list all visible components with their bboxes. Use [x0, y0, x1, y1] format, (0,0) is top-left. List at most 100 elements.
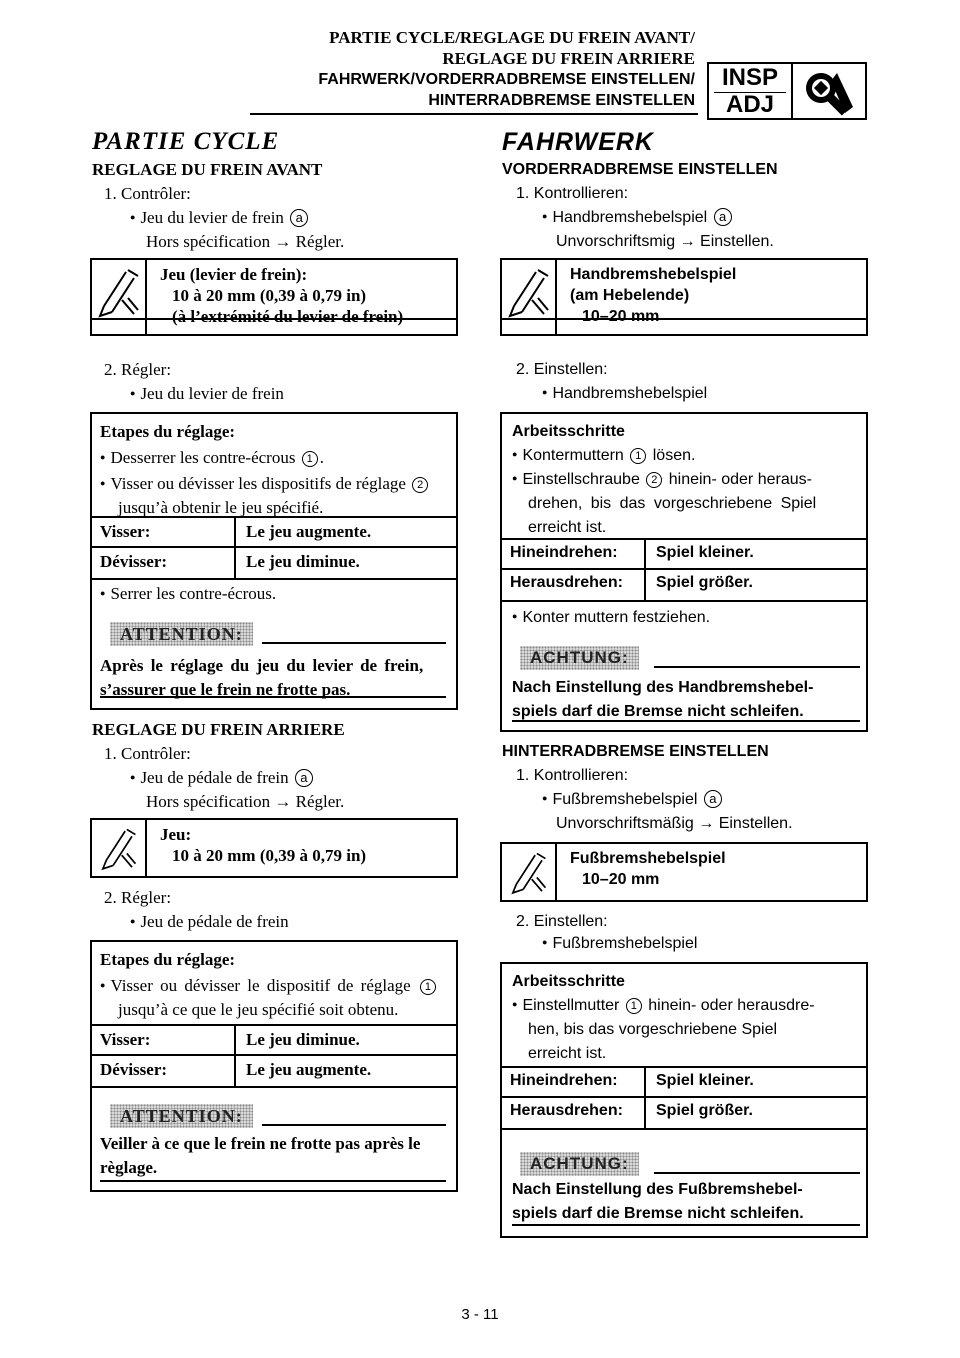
header-line-1: PARTIE CYCLE/REGLAGE DU FREIN AVANT/: [329, 28, 695, 47]
insp-adj-badge: INSP ADJ: [707, 62, 867, 120]
procedure-step-cont: hen, bis das vorgeschriebene Spiel: [528, 1021, 778, 1038]
procedure-box: Arbeitsschritte Einstellmutter 1 hinein-…: [500, 962, 868, 1238]
check-result: Hors spécification → Régler.: [146, 232, 345, 251]
step-1: 1. Contrôler:: [104, 744, 191, 763]
spec-box: Fußbremshebelspiel 10–20 mm: [500, 842, 868, 902]
table-row: Visser:Le jeu augmente.: [92, 516, 456, 548]
caution-label: ACHTUNG:: [520, 646, 639, 670]
rear-brake-heading: REGLAGE DU FREIN ARRIERE: [92, 720, 345, 739]
spec-box: Handbremshebelspiel (am Hebelende) 10–20…: [500, 258, 868, 336]
caution-text: Veiller à ce que le frein ne frotte pas …: [100, 1134, 421, 1153]
caution-text: Nach Einstellung des Handbremshebel-: [512, 679, 814, 696]
wrench-magnifier-icon: [806, 73, 853, 116]
caution-rule: [654, 666, 860, 668]
spec-wrench-icon: [92, 260, 147, 334]
check-item: Handbremshebelspiel a: [542, 206, 734, 231]
marker-a: a: [713, 208, 732, 226]
front-brake-heading: VORDERRADBREMSE EINSTELLEN: [502, 161, 778, 178]
step-1: 1. Kontrollieren:: [516, 185, 629, 202]
procedure-box: Etapes du réglage: Visser ou dévisser le…: [90, 940, 458, 1192]
page-number: 3 - 11: [461, 1306, 499, 1323]
caution-text: Après le réglage du jeu du levier de fre…: [100, 656, 424, 675]
caution-text: spiels darf die Bremse nicht schleifen.: [512, 703, 804, 720]
spec-wrench-icon: [502, 260, 557, 334]
adjust-item: Jeu de pédale de frein: [130, 910, 288, 936]
procedure-step: Konter muttern festziehen.: [512, 606, 710, 631]
procedure-step-cont: jusqu’à obtenir le jeu spécifié.: [118, 498, 324, 517]
caution-text: règlage.: [100, 1158, 158, 1177]
spec-wrench-icon: [502, 844, 557, 900]
procedure-step: Einstellmutter 1 hinein- oder herausdre-: [512, 994, 815, 1019]
rear-brake-heading: HINTERRADBREMSE EINSTELLEN: [502, 743, 769, 760]
procedure-step-cont: erreicht ist.: [528, 519, 607, 536]
spec-wrench-icon: [92, 820, 147, 876]
header-line-3: FAHRWERK/VORDERRADBREMSE EINSTELLEN/: [318, 71, 695, 88]
marker-a: a: [703, 790, 722, 808]
procedure-step: Einstellschraube 2 hinein- oder heraus-: [512, 468, 812, 493]
procedure-step: Visser ou dévisser les dispositifs de ré…: [100, 472, 430, 498]
section-title-fr: PARTIE CYCLE: [92, 128, 280, 155]
procedure-title: Etapes du réglage:: [100, 422, 236, 441]
header-rule: [250, 113, 698, 115]
header-line-2: REGLAGE DU FREIN ARRIERE: [442, 49, 695, 68]
caution-label: ACHTUNG:: [520, 1152, 639, 1176]
caution-rule-bottom: [512, 1224, 860, 1226]
step-2: 2. Régler:: [104, 360, 172, 379]
check-item: Jeu du levier de frein a: [130, 206, 310, 232]
section-title-de: FAHRWERK: [502, 128, 654, 156]
step-2: 2. Einstellen:: [516, 913, 608, 930]
check-result: Unvorschriftsmig → Einstellen.: [556, 233, 774, 250]
badge-insp-text: INSP: [721, 64, 778, 91]
table-row: Dévisser:Le jeu diminue.: [92, 546, 456, 580]
caution-rule-bottom: [100, 696, 446, 698]
spec-text: Jeu (levier de frein): 10 à 20 mm (0,39 …: [160, 265, 404, 326]
marker-a: a: [290, 209, 309, 227]
procedure-step-cont: jusqu’à ce que le jeu spécifié soit obte…: [118, 1000, 399, 1019]
procedure-title: Arbeitsschritte: [512, 423, 625, 440]
procedure-step: Serrer les contre-écrous.: [100, 582, 276, 608]
caution-label: ATTENTION:: [110, 1104, 253, 1128]
spec-box: Jeu: 10 à 20 mm (0,39 à 0,79 in): [90, 818, 458, 878]
procedure-step: Visser ou dévisser le dispositif de régl…: [100, 974, 438, 1000]
header-line-4: HINTERRADBREMSE EINSTELLEN: [428, 92, 695, 109]
procedure-box: Arbeitsschritte Kontermuttern 1 lösen. E…: [500, 412, 868, 732]
table-row: Hineindrehen:Spiel kleiner.: [502, 1066, 866, 1098]
check-result: Hors spécification → Régler.: [146, 792, 345, 811]
caution-rule: [654, 1172, 860, 1174]
adjust-item: Fußbremshebelspiel: [542, 932, 697, 957]
step-1: 1. Kontrollieren:: [516, 767, 629, 784]
caution-text: Nach Einstellung des Fußbremshebel-: [512, 1181, 803, 1198]
check-item: Jeu de pédale de frein a: [130, 766, 315, 792]
step-1: 1. Contrôler:: [104, 184, 191, 203]
table-row: Dévisser:Le jeu augmente.: [92, 1054, 456, 1088]
procedure-box: Etapes du réglage: Desserrer les contre-…: [90, 412, 458, 710]
procedure-step-cont: erreicht ist.: [528, 1045, 607, 1062]
front-brake-heading: REGLAGE DU FREIN AVANT: [92, 160, 323, 179]
check-result: Unvorschriftsmäßig → Einstellen.: [556, 815, 793, 832]
caution-rule-bottom: [512, 720, 860, 722]
table-row: Hineindrehen:Spiel kleiner.: [502, 538, 866, 570]
caution-rule: [262, 1124, 446, 1126]
caution-text: spiels darf die Bremse nicht schleifen.: [512, 1205, 804, 1222]
marker-a: a: [294, 769, 313, 787]
procedure-title: Arbeitsschritte: [512, 973, 625, 990]
caution-rule: [262, 642, 446, 644]
procedure-step: Desserrer les contre-écrous 1.: [100, 446, 324, 472]
table-row: Visser:Le jeu diminue.: [92, 1024, 456, 1056]
procedure-step: Kontermuttern 1 lösen.: [512, 444, 695, 469]
adjust-item: Jeu du levier de frein: [130, 382, 284, 408]
step-2: 2. Einstellen:: [516, 361, 608, 378]
caution-label: ATTENTION:: [110, 622, 253, 646]
procedure-title: Etapes du réglage:: [100, 950, 236, 969]
caution-rule-bottom: [100, 1180, 446, 1182]
spec-text: Fußbremshebelspiel 10–20 mm: [570, 850, 726, 888]
table-row: Herausdrehen:Spiel größer.: [502, 1096, 866, 1130]
table-row: Herausdrehen:Spiel größer.: [502, 568, 866, 602]
step-2: 2. Régler:: [104, 888, 172, 907]
spec-box: Jeu (levier de frein): 10 à 20 mm (0,39 …: [90, 258, 458, 336]
procedure-step-cont: drehen, bis das vorgeschriebene Spiel: [528, 495, 817, 512]
check-item: Fußbremshebelspiel a: [542, 788, 724, 813]
badge-adj-text: ADJ: [725, 91, 774, 118]
spec-text: Handbremshebelspiel (am Hebelende) 10–20…: [570, 266, 737, 325]
caution-text: s’assurer que le frein ne frotte pas.: [100, 680, 351, 699]
